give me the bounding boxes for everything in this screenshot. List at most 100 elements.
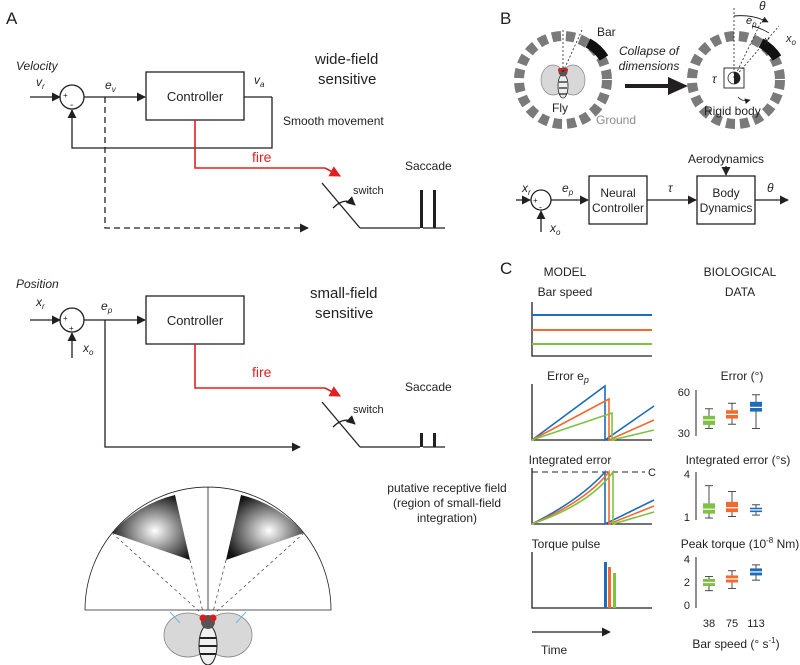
- bio-error-title: Error (°): [721, 369, 764, 383]
- receptive-field-wedge-right: [226, 495, 304, 560]
- xo-label: xo: [785, 33, 797, 47]
- fly-top-view-icon: [163, 611, 253, 665]
- tau-arc: [737, 96, 751, 104]
- bio-integrated-tick-4: 4: [684, 469, 690, 481]
- position-plus-sign-1: +: [63, 314, 68, 323]
- receptive-field-guide-left-1: [189, 559, 204, 613]
- torque-pulse-mid: [608, 567, 611, 608]
- receptive-field-guide-right-2: [215, 532, 305, 613]
- velocity-output-label: va: [254, 73, 265, 89]
- velocity-fire-label: fire: [252, 149, 272, 165]
- panel-b-block-diagram: xr + - xo ep Neural Controller τ Body Dy…: [516, 152, 789, 237]
- x-label: x: [763, 35, 770, 47]
- velocity-loop: Velocity vr + - ev Controller va wide-fi…: [16, 51, 452, 233]
- position-sensitivity-line2: sensitive: [315, 305, 373, 322]
- panel-c-model: MODEL Bar speed Error ep Integrated erro…: [529, 265, 656, 657]
- velocity-sensitivity-line1: wide-field: [314, 51, 378, 68]
- integrated-line-mid: [531, 469, 655, 526]
- panel-label-b: B: [500, 9, 511, 28]
- position-fire-arrow: [324, 386, 341, 397]
- receptive-field-wedge-left: [112, 495, 190, 560]
- receptive-field-diagram: putative receptive field (region of smal…: [84, 481, 507, 665]
- panel-b-arena-fly: Bar Fly Ground Collapse of dimensions: [514, 25, 688, 129]
- bio-torque-tick-2: 2: [684, 577, 690, 589]
- position-offset-label: xo: [82, 341, 94, 357]
- time-label: Time: [541, 643, 568, 657]
- fly-arena-bar: [585, 38, 609, 61]
- position-switch-lever: [321, 401, 361, 448]
- bio-integrated-title: Integrated error (°s): [686, 453, 791, 467]
- position-controller-label: Controller: [167, 313, 224, 328]
- position-loop: Position xr + + xo ep Controller small-f…: [16, 277, 452, 452]
- integrated-row-title: Integrated error: [529, 453, 612, 467]
- panel-c-biological: BIOLOGICAL DATA Error (°) 60 30 Integrat…: [678, 265, 800, 651]
- velocity-saccade-label: Saccade: [405, 159, 452, 173]
- b-offset-label: xo: [549, 221, 561, 237]
- bar-speed-row-title: Bar speed: [538, 285, 593, 299]
- b-output-label: θ: [767, 181, 774, 195]
- velocity-fire-line: [194, 120, 325, 169]
- bio-integrated-box-75: [726, 501, 738, 513]
- velocity-minus-sign: -: [70, 100, 73, 111]
- tau-label: τ: [712, 72, 718, 86]
- bio-torque-title: Peak torque (10-8 Nm): [681, 536, 800, 551]
- rigid-body-arena-bar: [758, 38, 782, 61]
- panel-label-c: C: [500, 259, 512, 278]
- bio-torque-tick-4: 4: [684, 554, 690, 566]
- bio-integrated-tick-1: 1: [684, 512, 690, 524]
- position-error-label: ep: [101, 299, 113, 315]
- velocity-feedback-line: [67, 97, 273, 149]
- bio-torque-tick-0: 0: [684, 600, 690, 612]
- b-error-label: ep: [562, 181, 574, 197]
- rigid-body-half: [734, 72, 740, 84]
- ep-label: ep: [746, 15, 757, 29]
- body-dynamics-line2: Dynamics: [700, 201, 753, 215]
- error-axes: [531, 384, 652, 441]
- bio-error-tick-60: 60: [678, 387, 690, 399]
- bio-integrated-box-38: [703, 503, 715, 514]
- position-heading: Position: [16, 277, 59, 291]
- position-fire-label: fire: [252, 364, 272, 380]
- velocity-controller-label: Controller: [167, 89, 224, 104]
- torque-pulse-fast: [604, 562, 607, 608]
- b-tau-label: τ: [668, 181, 674, 195]
- error-line-mid: [531, 397, 655, 442]
- receptive-field-guide-right-1: [212, 559, 227, 613]
- receptive-field-caption-line2: (region of small-field: [393, 496, 501, 510]
- position-fire-line: [194, 344, 325, 389]
- velocity-saccade-spike-2: [433, 190, 436, 228]
- neural-controller-box: [588, 175, 648, 225]
- velocity-switch-label: switch: [353, 185, 384, 197]
- rigid-body-bar-line: [733, 25, 780, 79]
- velocity-switch-arc: [332, 196, 356, 209]
- fly-arena-ring: [514, 31, 612, 129]
- neural-controller-line2: Controller: [592, 201, 644, 215]
- collapse-arrow: [625, 77, 688, 95]
- threshold-label: C: [648, 467, 656, 479]
- theta-label: θ: [759, 0, 766, 13]
- ground-label: Ground: [596, 113, 636, 127]
- rigid-body-heading-line: [733, 19, 763, 79]
- aerodynamics-label: Aerodynamics: [688, 152, 764, 166]
- velocity-heading: Velocity: [16, 59, 59, 73]
- panel-b-rigid-body: θ ep x xo τ Rigid body: [687, 0, 797, 129]
- torque-row-title: Torque pulse: [532, 537, 601, 551]
- speed-tick-38: 38: [703, 618, 715, 630]
- velocity-plus-sign: +: [63, 91, 68, 100]
- position-plus-sign-2: +: [69, 324, 74, 333]
- panel-label-a: A: [6, 9, 18, 28]
- position-switch-arc: [332, 415, 356, 428]
- position-switch-label: switch: [353, 404, 384, 416]
- rigid-body-arena-ring: [687, 31, 785, 129]
- torque-axes: [531, 552, 652, 609]
- receptive-field-guide-left-2: [111, 532, 201, 613]
- b-plus-sign: +: [533, 196, 538, 205]
- velocity-input-label: vr: [36, 75, 45, 91]
- position-saccade-spike-2: [433, 433, 436, 447]
- position-sensitivity-line1: small-field: [310, 285, 378, 302]
- fly-label: Fly: [552, 101, 568, 115]
- receptive-field-caption-line1: putative receptive field: [387, 481, 506, 495]
- collapse-label-line1: Collapse of: [619, 44, 681, 58]
- bio-heading-line2: DATA: [725, 285, 755, 299]
